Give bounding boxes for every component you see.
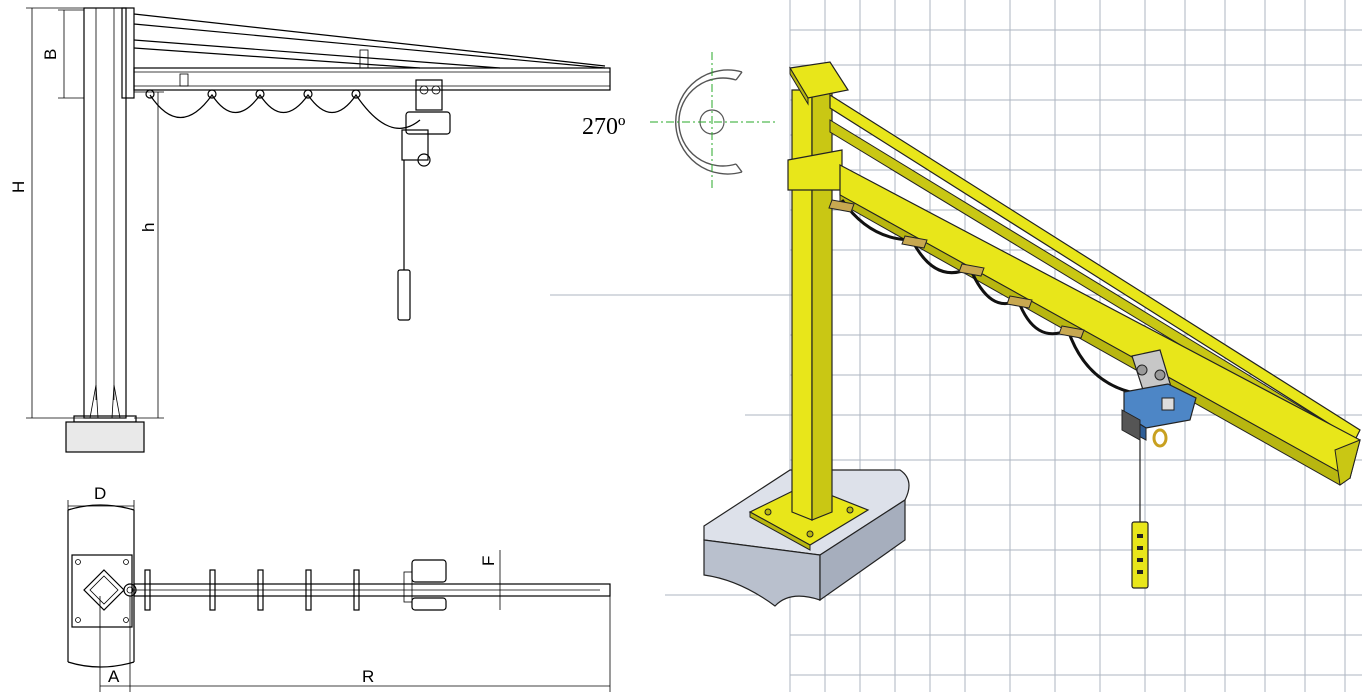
dim-A-label: A: [108, 667, 120, 686]
jib-arm: [133, 67, 611, 91]
tie-brace-3d: [829, 93, 1361, 441]
rotation-angle-label: 270º: [582, 114, 626, 140]
crane-3d-render: [703, 61, 1361, 607]
dim-h-label: h: [139, 223, 158, 232]
elevation-view: B H h: [9, 7, 611, 453]
trolley: [415, 79, 443, 111]
pendant-3d: [1131, 521, 1149, 589]
festoon-cable-3d: [840, 199, 1131, 394]
dim-B-label: B: [41, 49, 60, 60]
plan-view: D F A R: [67, 484, 611, 692]
dim-R-label: R: [362, 667, 374, 686]
dim-F-label: F: [479, 556, 498, 566]
hook: [417, 153, 431, 167]
pendant-control: [397, 269, 411, 321]
dim-H-label: H: [9, 181, 28, 193]
festoon-cable: [149, 93, 421, 129]
column: [83, 7, 127, 419]
rotation-symbol: 270º: [582, 52, 775, 190]
column-3d: [791, 89, 813, 521]
base-plate-plan: [71, 554, 133, 628]
dim-D-label: D: [94, 484, 106, 503]
base-plate: [65, 421, 145, 453]
background-grid: [550, 0, 1362, 692]
hook-3d: [1152, 428, 1168, 448]
